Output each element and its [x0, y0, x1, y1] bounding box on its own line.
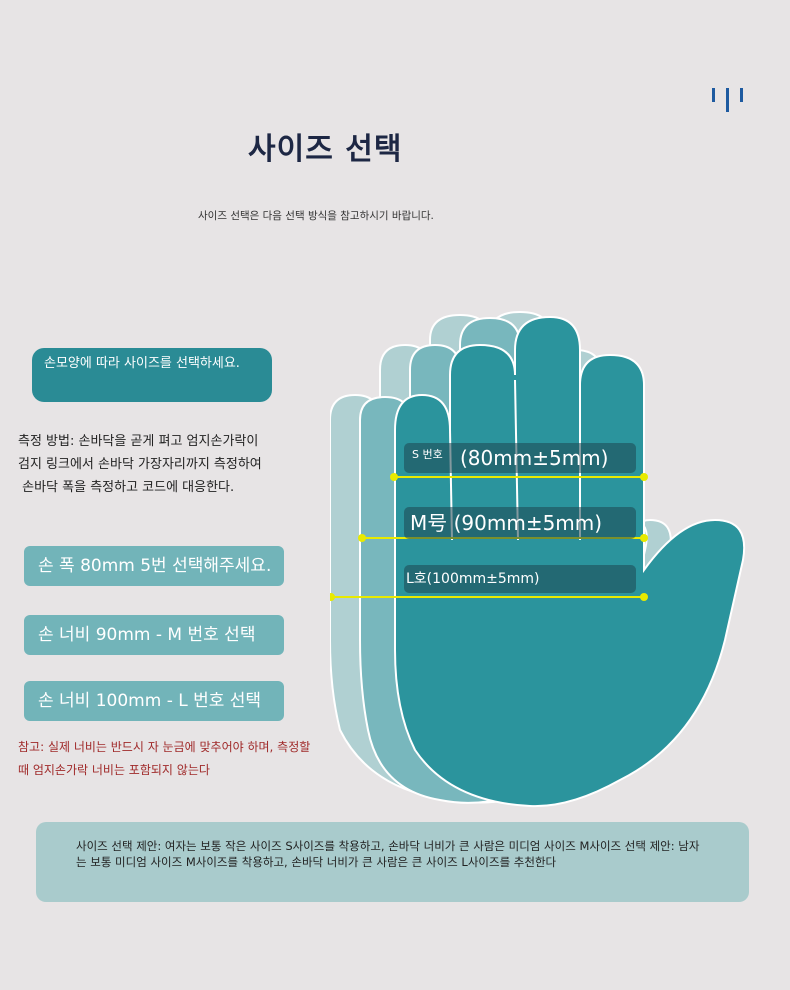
- page-subtitle: 사이즈 선택은 다음 선택 방식을 참고하시기 바랍니다.: [198, 210, 434, 222]
- measurement-note: 참고: 실제 너비는 반드시 자 눈금에 맞추어야 하며, 측정할 때 엄지손가…: [18, 736, 348, 782]
- size-suggestion-text: 사이즈 선택 제안: 여자는 보통 작은 사이즈 S사이즈를 착용하고, 손바닥…: [76, 839, 700, 869]
- size-suggestion-box: 사이즈 선택 제안: 여자는 보통 작은 사이즈 S사이즈를 착용하고, 손바닥…: [36, 822, 749, 902]
- size-s-prefix: S 번호: [412, 448, 443, 461]
- note-line: 참고: 실제 너비는 반드시 자 눈금에 맞추어야 하며, 측정할: [18, 740, 311, 754]
- small-hand-shape: [394, 315, 746, 808]
- method-line: 검지 링크에서 손바닥 가장자리까지 측정하여: [18, 457, 262, 472]
- brand-logo-icon: [712, 88, 744, 112]
- size-m-label: M号 (90mm±5mm): [404, 507, 636, 539]
- size-s-label: S 번호 (80mm±5mm): [404, 443, 636, 473]
- size-option-m: 손 너비 90mm - M 번호 선택: [24, 615, 284, 655]
- measure-line-l: [330, 593, 648, 601]
- hand-size-illustration: [330, 310, 746, 808]
- size-option-s: 손 폭 80mm 5번 선택해주세요.: [24, 546, 284, 586]
- note-line: 때 엄지손가락 너비는 포함되지 않는다: [18, 763, 210, 777]
- size-option-l: 손 너비 100mm - L 번호 선택: [24, 681, 284, 721]
- measurement-method: 측정 방법: 손바닥을 곧게 펴고 엄지손가락이 검지 링크에서 손바닥 가장자…: [18, 430, 308, 499]
- hand-shape-pill: 손모양에 따라 사이즈를 선택하세요.: [32, 348, 272, 402]
- page-title: 사이즈 선택: [248, 132, 403, 167]
- method-line: 손바닥 폭을 측정하고 코드에 대응한다.: [18, 480, 235, 495]
- size-l-label: L호(100mm±5mm): [404, 565, 636, 593]
- method-line: 측정 방법: 손바닥을 곧게 펴고 엄지손가락이: [18, 434, 259, 449]
- measure-line-s: [390, 473, 648, 481]
- size-s-value: (80mm±5mm): [460, 446, 609, 470]
